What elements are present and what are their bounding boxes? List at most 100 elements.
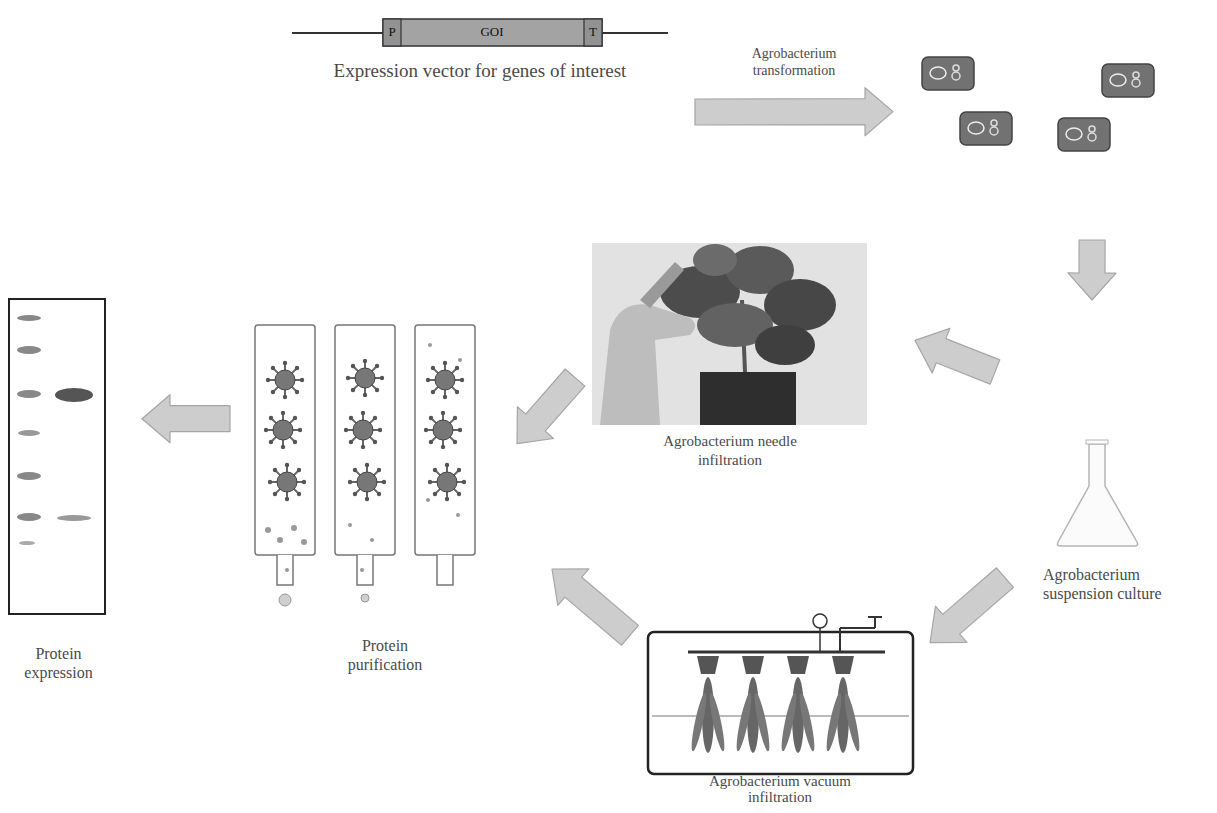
needle-infiltration: Agrobacterium needle infiltration [590, 243, 870, 475]
column [415, 325, 475, 585]
affinity-beads-part-part [377, 468, 381, 472]
affinity-beads-part-part [380, 376, 384, 380]
affinity-beads-part-part [437, 472, 457, 492]
affinity-beads-part-part [377, 492, 381, 496]
affinity-beads-part-part [426, 378, 430, 382]
inverted-plants-part [697, 656, 719, 674]
affinity-beads-part-part [283, 361, 287, 365]
bacterium-part [922, 57, 974, 90]
affinity-beads-part-part [455, 390, 459, 394]
column-part [301, 539, 307, 545]
needle-infiltration-photo-part [592, 243, 867, 425]
affinity-beads-part [266, 361, 304, 399]
affinity-beads-part-part [363, 393, 367, 397]
needle-infiltration-photo-part [600, 304, 695, 425]
affinity-beads-part-part [428, 480, 432, 484]
affinity-beads-part-part [277, 472, 297, 492]
inverted-plants-part [842, 692, 862, 752]
needle-infiltration-photo-part [755, 325, 815, 365]
inverted-plants-part [734, 692, 754, 752]
affinity-beads-part-part [433, 468, 437, 472]
protein-expression-gel: Protein expression [5, 296, 112, 692]
column-part [265, 527, 271, 533]
expression-vector-part [584, 19, 602, 46]
affinity-beads-part-part [349, 440, 353, 444]
gene-label: GOI [462, 24, 522, 40]
affinity-beads-part-part [429, 416, 433, 420]
vacuum-chamber-part [839, 628, 841, 652]
column-part [458, 358, 462, 362]
protein-gel-part [55, 388, 93, 402]
agrobacterium-cells [915, 50, 1185, 160]
affinity-beads-part-part [297, 492, 301, 496]
protein-gel-part [17, 513, 41, 521]
affinity-beads-part-part [271, 366, 275, 370]
affinity-beads-part-part [293, 416, 297, 420]
expression-vector-part [383, 19, 602, 46]
column-part [428, 343, 432, 347]
affinity-beads-part-part [455, 366, 459, 370]
affinity-beads-part-part [457, 492, 461, 496]
erlenmeyer-flask-part [1086, 440, 1108, 444]
affinity-beads-part-part [298, 428, 302, 432]
block-arrow [930, 568, 1014, 643]
protein-gel-part [17, 472, 41, 480]
bacterium-part [1132, 79, 1140, 87]
block-arrow [915, 328, 1000, 384]
affinity-beads-part-part [365, 497, 369, 501]
affinity-beads-part-part [375, 364, 379, 368]
column-part [361, 594, 369, 602]
affinity-beads-part-part [457, 468, 461, 472]
expression-vector-part [383, 19, 401, 46]
affinity-beads-part-part [271, 390, 275, 394]
inverted-plants-part [752, 692, 772, 752]
affinity-beads-part-part [302, 480, 306, 484]
bacterium-part [960, 112, 1012, 145]
affinity-beads-part-part [445, 463, 449, 467]
affinity-beads-part-part [273, 420, 293, 440]
affinity-beads-part [424, 411, 462, 449]
column-part [437, 555, 453, 585]
affinity-beads-part-part [431, 366, 435, 370]
affinity-beads-part-part [281, 411, 285, 415]
vector-construct: PGOITExpression vector for genes of inte… [285, 10, 675, 130]
purification-columns [255, 325, 475, 606]
vacuum-chamber-part [874, 618, 876, 628]
bacterium [922, 57, 974, 90]
suspension-culture: Agrobacterium suspension culture [1030, 440, 1215, 612]
inverted-plants-part [707, 692, 727, 752]
inverted-plants-part [824, 692, 844, 752]
affinity-beads-part-part [295, 366, 299, 370]
affinity-beads-part-part [273, 492, 277, 496]
affinity-beads-part-part [462, 480, 466, 484]
bacterium-part [1088, 133, 1096, 141]
needle-infiltration-photo-part [693, 244, 737, 276]
inverted-plants [689, 656, 862, 753]
affinity-beads-part-part [363, 359, 367, 363]
affinity-beads-part-part [357, 472, 377, 492]
protein-gel-part [9, 299, 105, 614]
affinity-beads-part-part [433, 492, 437, 496]
inverted-plants-part [779, 692, 799, 752]
affinity-beads-part-part [355, 368, 375, 388]
inverted-plants-part [832, 656, 854, 674]
bacterium-part [1133, 72, 1139, 78]
column-part [335, 325, 395, 555]
affinity-beads [264, 359, 466, 501]
affinity-beads-part-part [275, 370, 295, 390]
column-part [291, 525, 297, 531]
affinity-beads-part [264, 411, 302, 449]
affinity-beads-part-part [458, 428, 462, 432]
bacterium-part [990, 127, 998, 135]
affinity-beads-part-part [269, 416, 273, 420]
affinity-beads-part [268, 463, 306, 501]
column-part [285, 568, 289, 572]
affinity-beads-part-part [266, 378, 270, 382]
affinity-beads-part-part [285, 497, 289, 501]
promoter-label: P [382, 24, 402, 40]
column-part [370, 538, 374, 542]
agrobacterium-cells [922, 57, 1154, 151]
column [335, 325, 395, 602]
needle-infiltration-photo-part [764, 279, 836, 331]
